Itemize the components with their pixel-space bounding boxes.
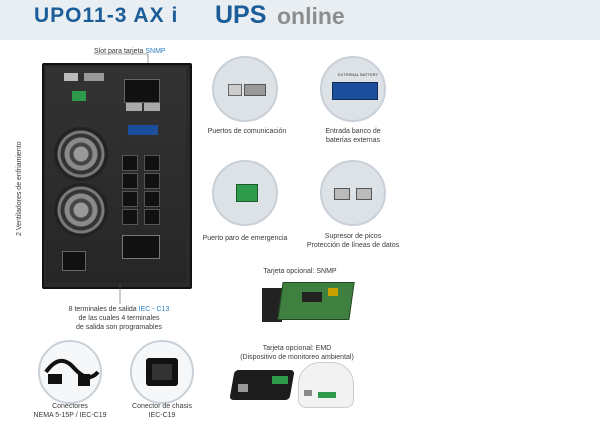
emd-device-black-image bbox=[228, 362, 298, 406]
epo-circle bbox=[212, 160, 278, 226]
epo-terminal-icon bbox=[72, 91, 86, 101]
chassis-connector-circle bbox=[130, 340, 194, 404]
comm-ports-label: Puertos de comunicación bbox=[207, 128, 287, 135]
fans-label: 2 Ventiladores de enfriamiento bbox=[16, 141, 23, 236]
snmp-card-image bbox=[262, 282, 355, 326]
ups-rear-panel bbox=[42, 63, 192, 289]
online-title: online bbox=[277, 3, 345, 29]
rj45-in-icon bbox=[126, 103, 142, 111]
outlets-leader-line bbox=[119, 284, 121, 304]
c13-outlet-icon bbox=[144, 209, 160, 225]
c13-outlet-icon bbox=[144, 173, 160, 189]
emd-card-label: Tarjeta opcional: EMD (Dispositivo de mo… bbox=[240, 345, 354, 361]
surge-protector-circle bbox=[320, 160, 386, 226]
emd-device-white-image bbox=[294, 358, 356, 410]
c19-inlet-icon bbox=[122, 235, 160, 259]
comm-ports-circle bbox=[212, 56, 278, 122]
connectors-label: Conectores NEMA 5-15P / IEC-C19 bbox=[33, 403, 107, 419]
model-title: UPO11-3 AX i bbox=[34, 4, 179, 27]
c13-outlet-icon bbox=[144, 191, 160, 207]
breaker-icon bbox=[62, 251, 86, 271]
outlets-label: 8 terminales de salida IEC - C13 de las … bbox=[68, 306, 170, 331]
header-band bbox=[0, 0, 600, 40]
rj45-in-icon bbox=[334, 188, 350, 200]
ups-title: UPS bbox=[215, 1, 267, 29]
fan-bottom-icon bbox=[54, 183, 108, 237]
usb-port-icon bbox=[64, 73, 78, 81]
c13-outlet-icon bbox=[122, 191, 138, 207]
rj45-out-icon bbox=[356, 188, 372, 200]
battery-connector-icon bbox=[128, 125, 158, 135]
c13-outlet-icon bbox=[144, 155, 160, 171]
c13-outlet-icon bbox=[122, 209, 138, 225]
c13-outlet-icon bbox=[122, 173, 138, 189]
power-cord-icon bbox=[44, 359, 100, 386]
chassis-connector-label: Conector de chasis IEC-C19 bbox=[132, 403, 192, 419]
snmp-slot-label: Slot para tarjeta SNMP bbox=[94, 48, 166, 55]
power-cord-circle bbox=[38, 340, 102, 404]
rj45-out-icon bbox=[144, 103, 160, 111]
serial-port-icon bbox=[84, 73, 104, 81]
battery-connector-icon bbox=[332, 82, 378, 100]
serial-port-icon bbox=[244, 84, 266, 96]
snmp-card-label: Tarjeta opcional: SNMP bbox=[263, 268, 337, 275]
surge-protector-label: Supresor de picos Protección de líneas d… bbox=[306, 233, 400, 249]
usb-port-icon bbox=[228, 84, 242, 96]
c19-inlet-icon bbox=[146, 358, 178, 386]
snmp-slot-icon bbox=[124, 79, 160, 103]
epo-label: Puerto paro de emergencia bbox=[202, 235, 288, 242]
battery-input-label: Entrada banco de baterías externas bbox=[325, 128, 381, 144]
fan-top-icon bbox=[54, 127, 108, 181]
c13-outlet-icon bbox=[122, 155, 138, 171]
battery-input-circle: EXTERNAL BATTERY bbox=[320, 56, 386, 122]
epo-terminal-icon bbox=[236, 184, 258, 202]
